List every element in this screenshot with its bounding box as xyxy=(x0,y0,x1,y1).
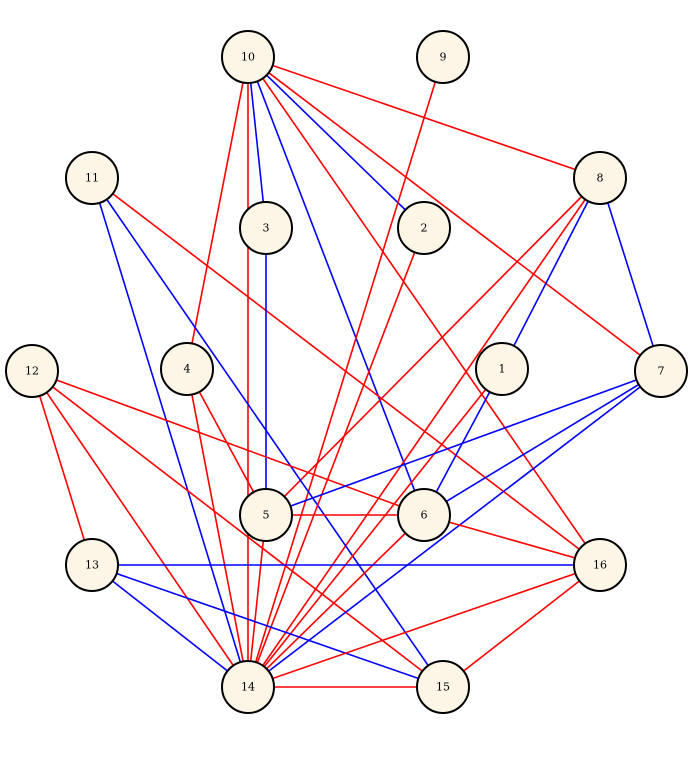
node-circle xyxy=(239,201,293,255)
node-label: 1 xyxy=(499,363,506,376)
node-12: 12 xyxy=(5,344,59,398)
node-circle xyxy=(416,660,470,714)
edge-7-5 xyxy=(265,370,662,516)
edge-12-15 xyxy=(31,370,444,688)
node-label: 9 xyxy=(440,51,447,64)
node-5: 5 xyxy=(239,488,293,542)
node-14: 14 xyxy=(221,660,275,714)
node-circle xyxy=(160,342,214,396)
node-circle xyxy=(573,538,627,592)
node-label: 8 xyxy=(597,172,604,185)
node-7: 7 xyxy=(634,344,688,398)
node-label: 11 xyxy=(85,172,99,185)
edge-16-14 xyxy=(247,564,601,688)
edge-8-7 xyxy=(599,177,662,372)
node-3: 3 xyxy=(239,201,293,255)
node-15: 15 xyxy=(416,660,470,714)
node-circle xyxy=(5,344,59,398)
node-label: 4 xyxy=(184,363,191,376)
edge-11-16 xyxy=(91,177,601,566)
node-6: 6 xyxy=(397,488,451,542)
edge-7-6 xyxy=(423,370,662,516)
node-2: 2 xyxy=(397,201,451,255)
edge-12-13 xyxy=(31,370,93,566)
node-circle xyxy=(397,488,451,542)
edge-13-15 xyxy=(91,564,444,688)
node-label: 3 xyxy=(263,222,270,235)
edge-11-14 xyxy=(91,177,249,688)
node-4: 4 xyxy=(160,342,214,396)
node-10: 10 xyxy=(221,30,275,84)
node-label: 2 xyxy=(421,222,428,235)
node-11: 11 xyxy=(65,151,119,205)
node-label: 5 xyxy=(263,509,270,522)
node-circle xyxy=(65,538,119,592)
edge-11-15 xyxy=(91,177,444,688)
edge-10-4 xyxy=(186,56,249,370)
node-1: 1 xyxy=(475,342,529,396)
node-label: 10 xyxy=(241,51,255,64)
node-label: 13 xyxy=(85,559,99,572)
node-8: 8 xyxy=(573,151,627,205)
node-16: 16 xyxy=(573,538,627,592)
node-circle xyxy=(239,488,293,542)
edge-13-14 xyxy=(91,564,249,688)
edge-16-15 xyxy=(442,564,601,688)
edge-6-16 xyxy=(423,514,601,566)
edge-10-2 xyxy=(247,56,425,229)
edge-1-6 xyxy=(423,368,503,516)
node-circle xyxy=(65,151,119,205)
node-circle xyxy=(475,342,529,396)
edge-6-14 xyxy=(247,514,425,688)
edge-4-5 xyxy=(186,368,267,516)
node-label: 14 xyxy=(241,681,255,694)
edge-10-6 xyxy=(247,56,425,516)
edge-5-14 xyxy=(247,514,267,688)
node-circle xyxy=(221,660,275,714)
edge-10-7 xyxy=(247,56,662,372)
node-9: 9 xyxy=(416,30,470,84)
node-label: 6 xyxy=(421,509,428,522)
node-circle xyxy=(416,30,470,84)
node-circle xyxy=(221,30,275,84)
edge-10-16 xyxy=(247,56,601,566)
edge-4-14 xyxy=(186,368,249,688)
node-label: 12 xyxy=(25,365,39,378)
node-label: 15 xyxy=(436,681,450,694)
node-circle xyxy=(634,344,688,398)
edge-8-1 xyxy=(501,177,601,370)
edge-12-14 xyxy=(31,370,249,688)
node-label: 7 xyxy=(658,365,665,378)
edge-8-14 xyxy=(247,177,601,688)
node-label: 16 xyxy=(593,559,607,572)
node-circle xyxy=(573,151,627,205)
node-13: 13 xyxy=(65,538,119,592)
edge-10-3 xyxy=(247,56,267,229)
node-circle xyxy=(397,201,451,255)
edge-7-14 xyxy=(247,370,662,688)
edge-8-5 xyxy=(265,177,601,516)
edge-12-6 xyxy=(31,370,425,516)
edges-layer xyxy=(31,56,662,688)
edge-2-14 xyxy=(247,227,425,688)
